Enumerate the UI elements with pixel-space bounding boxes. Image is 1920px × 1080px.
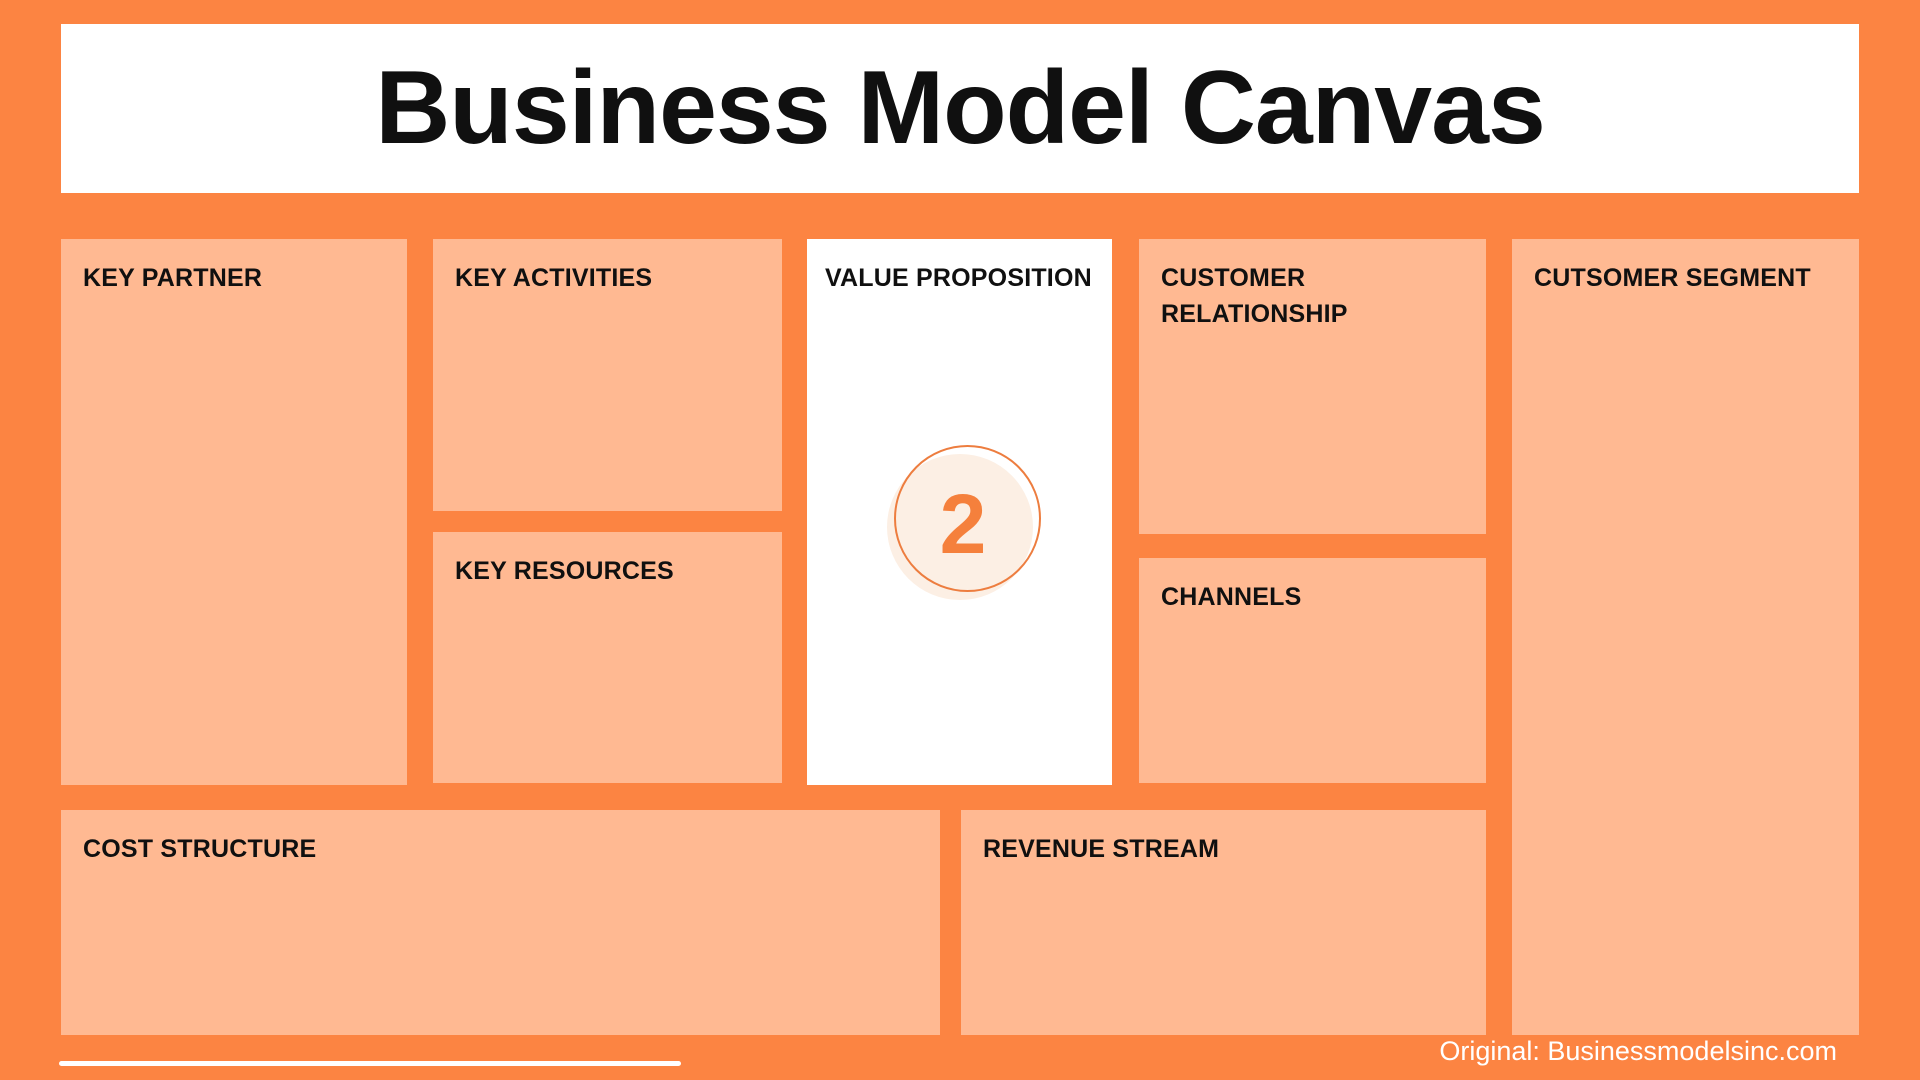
section-label-channels: CHANNELS (1161, 583, 1302, 611)
section-label-key-resources: KEY RESOURCES (455, 557, 674, 585)
footer-underline-rule (59, 1061, 681, 1066)
section-key-partner: KEY PARTNER (61, 239, 407, 785)
section-cost-structure: COST STRUCTURE (61, 810, 940, 1035)
section-value-proposition: VALUE PROPOSITION 2 (807, 239, 1112, 785)
section-label-customer-relationship: CUSTOMER RELATIONSHIP (1161, 264, 1348, 328)
section-customer-relationship: CUSTOMER RELATIONSHIP (1139, 239, 1486, 534)
section-label-key-partner: KEY PARTNER (83, 264, 263, 292)
badge-number: 2 (939, 476, 987, 571)
section-label-value-proposition: VALUE PROPOSITION (825, 264, 1092, 292)
title-banner: Business Model Canvas (61, 24, 1859, 193)
section-label-key-activities: KEY ACTIVITIES (455, 264, 653, 292)
page-title: Business Model Canvas (375, 50, 1546, 166)
section-key-activities: KEY ACTIVITIES (433, 239, 782, 511)
section-label-revenue-stream: REVENUE STREAM (983, 835, 1220, 863)
section-label-cost-structure: COST STRUCTURE (83, 835, 317, 863)
section-channels: CHANNELS (1139, 558, 1486, 783)
section-key-resources: KEY RESOURCES (433, 532, 782, 783)
step-number-badge: 2 (887, 445, 1043, 601)
section-label-customer-segment: CUTSOMER SEGMENT (1534, 264, 1811, 292)
badge-ring-circle (894, 445, 1041, 592)
section-revenue-stream: REVENUE STREAM (961, 810, 1486, 1035)
footer-credit-text: Original: Businessmodelsinc.com (1439, 1036, 1837, 1066)
section-customer-segment: CUTSOMER SEGMENT (1512, 239, 1859, 1035)
